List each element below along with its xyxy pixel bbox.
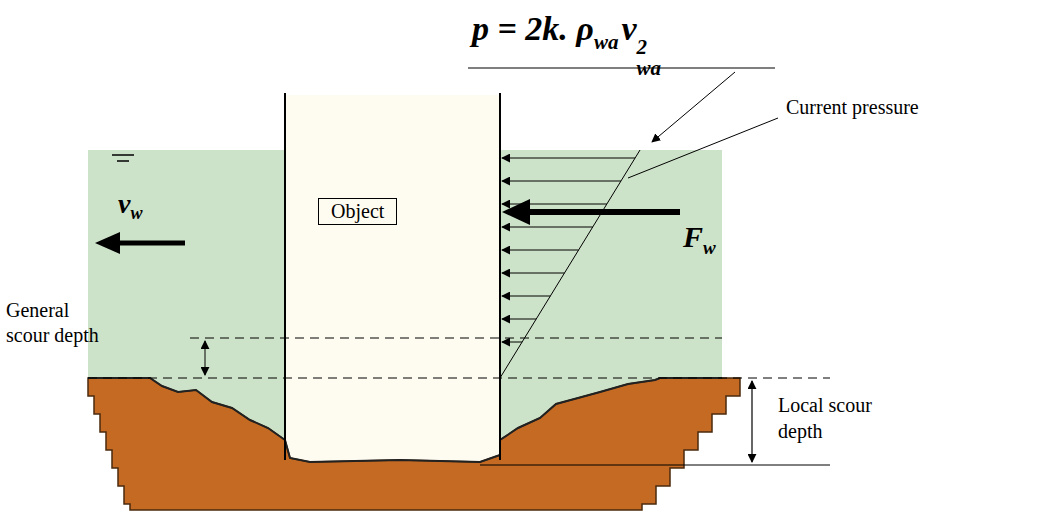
formula: p = 2k. ρwav2wa xyxy=(472,8,661,79)
formula-text: p = 2k. ρ xyxy=(472,10,594,47)
pressure-arrow xyxy=(502,204,607,205)
pressure-arrow xyxy=(502,181,621,182)
object-label: Object xyxy=(331,200,384,222)
force-symbol-text: F xyxy=(683,220,703,253)
object-body xyxy=(285,95,500,462)
formula-index-stack: 2wa xyxy=(637,37,662,79)
object-wall xyxy=(284,93,286,460)
bed-surface-line xyxy=(88,378,722,462)
leader-line xyxy=(652,72,735,142)
pressure-arrow xyxy=(502,158,635,159)
dashed-line xyxy=(88,378,830,379)
pressure-arrow xyxy=(502,227,593,228)
formula-subscript: wa xyxy=(637,58,662,79)
dimension-label: Local scour depth xyxy=(778,392,890,444)
dimension-label: General scour depth xyxy=(6,298,114,348)
force-arrow xyxy=(526,209,680,215)
reference-line xyxy=(480,465,830,466)
pressure-profile-line xyxy=(500,150,640,378)
riverbed-ground xyxy=(88,378,740,510)
dimension-arrow xyxy=(205,341,206,375)
formula-superscript: 2 xyxy=(637,37,662,58)
pressure-arrow xyxy=(502,319,536,320)
velocity-subscript: w xyxy=(130,203,142,223)
formula-subscript: wa xyxy=(594,30,619,54)
pressure-arrow xyxy=(502,273,564,274)
callout-label: Current pressure xyxy=(786,96,919,119)
force-symbol: Fw xyxy=(683,220,716,259)
dashed-line xyxy=(190,338,722,339)
pressure-arrow xyxy=(502,296,550,297)
force-subscript: w xyxy=(703,237,716,258)
formula-underline xyxy=(468,67,775,68)
leader-line xyxy=(628,118,778,178)
dimension-arrow xyxy=(751,381,752,462)
water-level-symbol xyxy=(117,160,129,162)
velocity-symbol: vw xyxy=(118,188,142,224)
pressure-arrow xyxy=(502,342,522,343)
object-label-box: Object xyxy=(318,198,397,225)
water-level-symbol xyxy=(112,154,134,156)
object-wall xyxy=(499,93,501,460)
velocity-arrow xyxy=(95,232,120,254)
formula-text: v xyxy=(621,10,636,47)
velocity-arrow xyxy=(116,241,185,246)
pressure-arrow xyxy=(502,250,579,251)
velocity-symbol-text: v xyxy=(118,188,130,219)
force-arrow xyxy=(502,199,530,225)
